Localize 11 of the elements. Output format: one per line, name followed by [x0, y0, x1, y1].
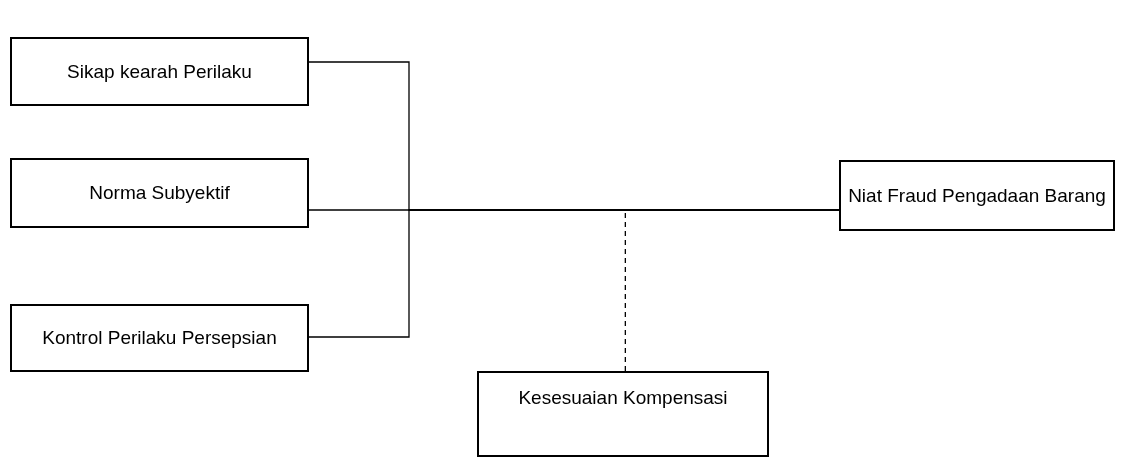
box-label: Sikap kearah Perilaku [67, 59, 252, 84]
process-box [10, 37, 309, 106]
process-box [477, 371, 769, 457]
process-box [839, 160, 1115, 231]
box-label: Norma Subyektif [89, 181, 230, 205]
process-box [10, 158, 309, 228]
process-box [10, 304, 309, 372]
box-label: Kesesuaian Kompensasi [518, 386, 728, 410]
box-label: Kontrol Perilaku Persepsian [42, 326, 277, 350]
connector-line [308, 209, 840, 338]
box-label: Niat Fraud Pengadaan Barang [848, 183, 1106, 208]
